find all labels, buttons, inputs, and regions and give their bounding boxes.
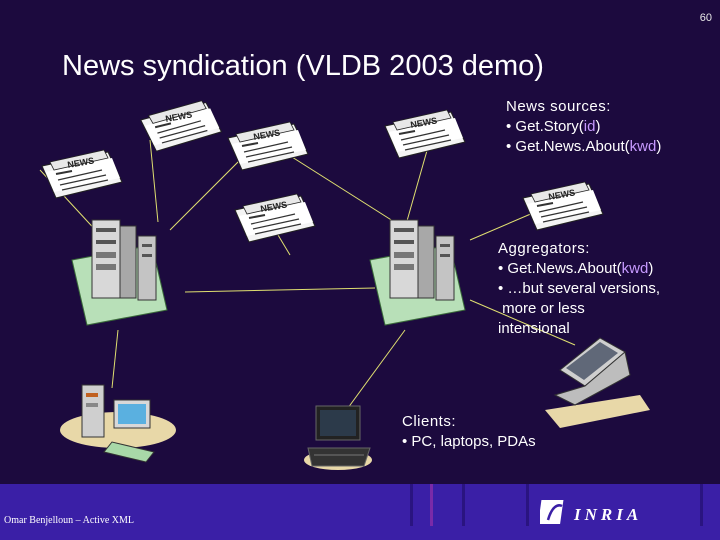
aggregators-line: more or less	[498, 300, 585, 317]
newspaper-icon: NEWS	[234, 193, 316, 243]
aggregators-item: • Get.News.About(kwd)	[498, 260, 654, 277]
svg-text:NEWS: NEWS	[410, 115, 438, 130]
footer-bar: Omar Benjelloun – Active XML	[0, 484, 720, 540]
pc-client-icon	[60, 384, 176, 463]
svg-text:INRIA: INRIA	[573, 505, 642, 524]
svg-text:NEWS: NEWS	[67, 155, 95, 170]
clients-line: • PC, laptops, PDAs	[402, 433, 536, 450]
footer-divider	[526, 484, 529, 526]
clients-label: Clients: • PC, laptops, PDAs	[402, 412, 536, 452]
newspaper-icon: NEWS	[522, 181, 604, 231]
newspaper-icon: NEWS	[384, 109, 466, 159]
pda-client-icon	[545, 337, 650, 428]
newspaper-icon: NEWS	[41, 149, 123, 199]
news-sources-label: News sources: • Get.Story(id) • Get.News…	[506, 97, 661, 157]
aggregators-line: intensional	[498, 320, 570, 337]
laptop-client-icon	[304, 405, 372, 470]
newspaper-icon: NEWS	[227, 121, 309, 171]
aggregator-server-icon	[71, 219, 168, 326]
svg-text:NEWS: NEWS	[253, 127, 281, 142]
news-sources-item: • Get.News.About(kwd)	[506, 138, 662, 155]
aggregators-label: Aggregators: • Get.News.About(kwd) • …bu…	[498, 239, 660, 339]
footer-divider	[462, 484, 465, 526]
footer-divider	[410, 484, 413, 526]
footer-divider	[700, 484, 703, 526]
svg-text:NEWS: NEWS	[260, 199, 288, 214]
slide-title: News syndication (VLDB 2003 demo)	[62, 50, 544, 82]
svg-text:NEWS: NEWS	[165, 109, 193, 124]
newspaper-icon: NEWS	[138, 98, 224, 153]
news-sources-item: • Get.Story(id)	[506, 118, 601, 135]
svg-text:NEWS: NEWS	[548, 187, 576, 202]
aggregators-heading: Aggregators:	[498, 240, 590, 257]
connection-lines	[39, 137, 576, 413]
news-sources-heading: News sources:	[506, 98, 611, 115]
footer-author: Omar Benjelloun – Active XML	[4, 515, 134, 526]
footer-divider	[430, 484, 433, 526]
slide-number: 60	[699, 12, 712, 24]
clients-heading: Clients:	[402, 413, 457, 430]
aggregator-server-icon	[369, 219, 466, 326]
inria-logo: INRIA	[540, 500, 642, 524]
aggregators-line: • …but several versions,	[498, 280, 660, 297]
